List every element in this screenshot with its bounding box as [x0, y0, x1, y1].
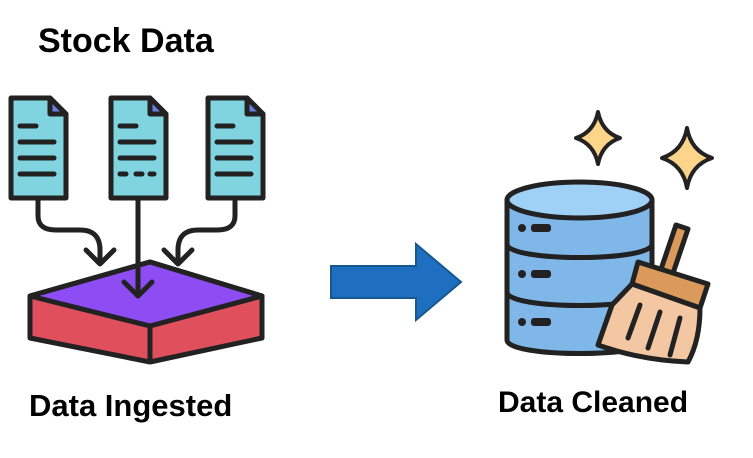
data-ingested-label: Data Ingested [29, 388, 233, 423]
document-icon-right [205, 95, 266, 201]
flow-arrows [35, 197, 238, 299]
data-cleaned-label: Data Cleaned [498, 386, 689, 419]
flow-arrow-left [35, 197, 103, 265]
document-icon-left [8, 95, 69, 201]
broom-icon [595, 222, 711, 365]
sparkle-icon-large [574, 110, 622, 166]
document-icon-middle [108, 95, 169, 201]
diagram-title: Stock Data [38, 22, 214, 60]
right-arrow-icon [330, 241, 463, 323]
sparkle-icon-small [660, 126, 714, 190]
flow-arrow-right [175, 197, 238, 265]
ingest-tray-icon [27, 259, 265, 365]
